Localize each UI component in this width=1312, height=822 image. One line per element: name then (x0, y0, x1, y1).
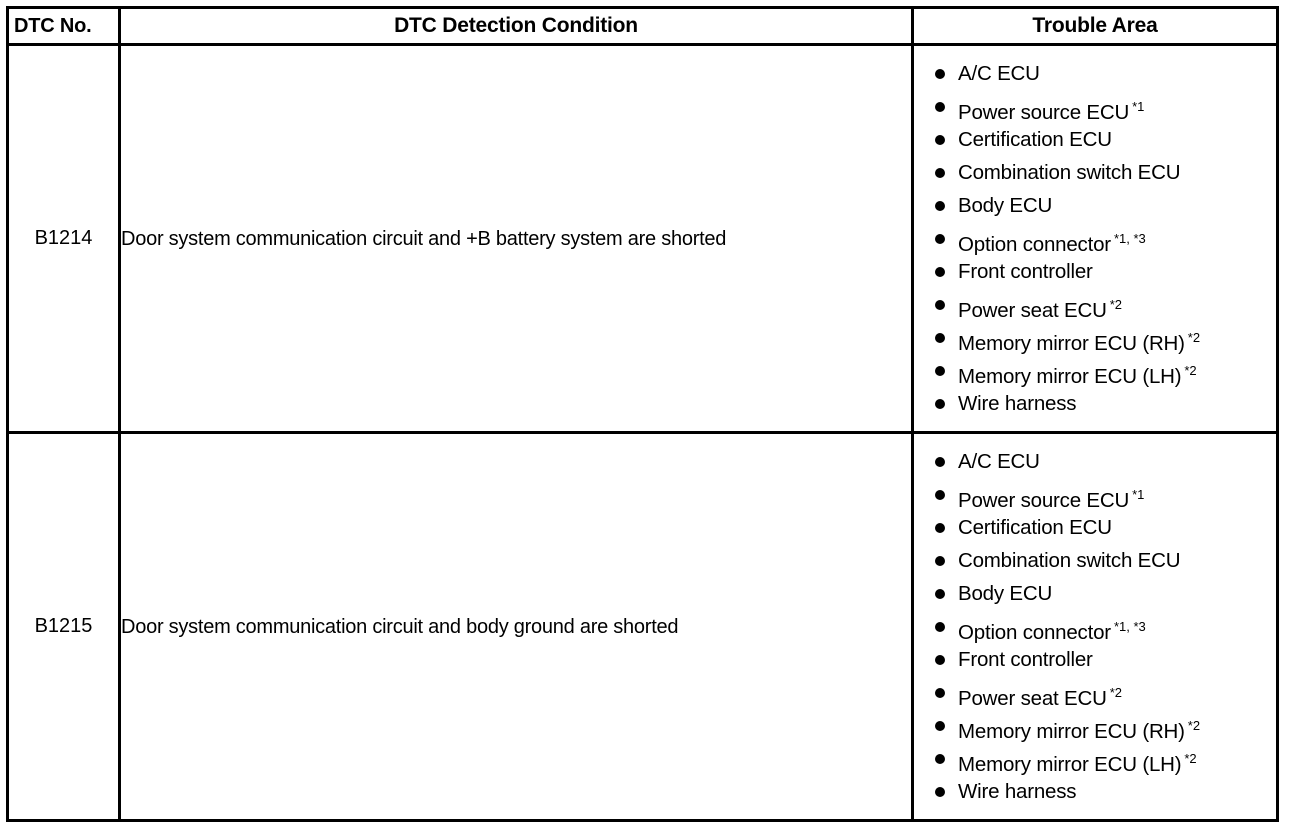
footnote-marker: *1, *3 (1113, 231, 1146, 246)
trouble-area-label: Combination switch ECU (958, 161, 1181, 184)
bullet-icon (935, 489, 945, 500)
trouble-area-label: Option connector (958, 620, 1111, 644)
dtc-table: DTC No. DTC Detection Condition Trouble … (6, 6, 1279, 822)
trouble-area-label: A/C ECU (958, 450, 1040, 473)
bullet-icon (935, 233, 945, 244)
header-row: DTC No. DTC Detection Condition Trouble … (6, 6, 1279, 46)
trouble-area-item: Front controller (914, 643, 1276, 676)
column-header-detection-condition: DTC Detection Condition (118, 6, 914, 46)
footnote-marker: *1 (1132, 487, 1145, 502)
bullet-icon (935, 167, 945, 178)
trouble-area-label: Memory mirror ECU (LH) (958, 364, 1182, 388)
bullet-icon (935, 786, 945, 797)
bullet-icon (935, 621, 945, 632)
bullet-icon (935, 456, 945, 467)
bullet-icon (935, 266, 945, 277)
trouble-area-item: Body ECU (914, 189, 1276, 222)
trouble-area-item: Certification ECU (914, 511, 1276, 544)
cell-detection-condition: Door system communication circuit and bo… (118, 431, 914, 822)
column-header-trouble-area: Trouble Area (911, 6, 1279, 46)
trouble-area-item: Body ECU (914, 577, 1276, 610)
bullet-icon (935, 332, 945, 343)
trouble-area-item: Combination switch ECU (914, 156, 1276, 189)
trouble-area-label: Power source ECU (958, 100, 1130, 124)
cell-dtc-no: B1215 (6, 431, 121, 822)
page-root: DTC No. DTC Detection Condition Trouble … (6, 6, 1279, 822)
trouble-area-label: Wire harness (958, 392, 1077, 415)
trouble-area-label: Power seat ECU (958, 686, 1107, 710)
trouble-area-label: A/C ECU (958, 62, 1040, 85)
trouble-area-label: Power source ECU (958, 488, 1130, 512)
trouble-area-item: Power seat ECU*2 (914, 676, 1276, 710)
bullet-icon (935, 654, 945, 665)
bullet-icon (935, 299, 945, 310)
trouble-area-item: Memory mirror ECU (LH)*2 (914, 354, 1276, 388)
table-header: DTC No. DTC Detection Condition Trouble … (6, 6, 1279, 46)
trouble-area-item: Combination switch ECU (914, 544, 1276, 577)
trouble-area-item: A/C ECU (914, 57, 1276, 90)
footnote-marker: *2 (1187, 718, 1201, 733)
bullet-icon (935, 101, 945, 112)
trouble-area-label: Option connector (958, 232, 1111, 256)
footnote-marker: *2 (1187, 330, 1201, 345)
trouble-area-item: Memory mirror ECU (RH)*2 (914, 709, 1276, 743)
trouble-area-label: Certification ECU (958, 516, 1112, 539)
trouble-area-item: Memory mirror ECU (LH)*2 (914, 742, 1276, 776)
trouble-area-item: Wire harness (914, 775, 1276, 808)
trouble-area-item: Power source ECU*1 (914, 90, 1276, 124)
table-row: B1214 Door system communication circuit … (6, 43, 1279, 434)
bullet-icon (935, 687, 945, 698)
trouble-area-item: Certification ECU (914, 123, 1276, 156)
bullet-icon (935, 68, 945, 79)
table-row: B1215 Door system communication circuit … (6, 431, 1279, 822)
bullet-icon (935, 200, 945, 211)
cell-dtc-no: B1214 (6, 43, 121, 434)
trouble-area-item: Option connector*1, *3 (914, 222, 1276, 256)
trouble-area-label: Body ECU (958, 582, 1053, 605)
trouble-area-label: Body ECU (958, 194, 1053, 217)
bullet-icon (935, 720, 945, 731)
trouble-area-item: Power seat ECU*2 (914, 288, 1276, 322)
trouble-area-label: Memory mirror ECU (LH) (958, 752, 1182, 776)
trouble-area-label: Power seat ECU (958, 298, 1107, 322)
table-body: B1214 Door system communication circuit … (6, 43, 1279, 822)
trouble-area-label: Combination switch ECU (958, 549, 1181, 572)
trouble-area-item: Option connector*1, *3 (914, 610, 1276, 644)
trouble-area-item: Memory mirror ECU (RH)*2 (914, 321, 1276, 355)
trouble-area-item: Front controller (914, 255, 1276, 288)
trouble-area-label: Certification ECU (958, 128, 1112, 151)
bullet-icon (935, 134, 945, 145)
cell-detection-condition: Door system communication circuit and +B… (118, 43, 914, 434)
trouble-area-label: Front controller (958, 648, 1093, 671)
bullet-icon (935, 555, 945, 566)
trouble-area-item: Power source ECU*1 (914, 478, 1276, 512)
trouble-area-label: Memory mirror ECU (RH) (958, 719, 1185, 743)
trouble-area-label: Memory mirror ECU (RH) (958, 331, 1185, 355)
footnote-marker: *2 (1109, 297, 1123, 312)
trouble-area-item: Wire harness (914, 387, 1276, 420)
trouble-area-label: Front controller (958, 260, 1093, 283)
bullet-icon (935, 588, 945, 599)
column-header-dtc-no: DTC No. (6, 6, 121, 46)
footnote-marker: *1, *3 (1113, 619, 1146, 634)
bullet-icon (935, 365, 945, 376)
footnote-marker: *2 (1109, 685, 1123, 700)
footnote-marker: *2 (1184, 363, 1197, 378)
bullet-icon (935, 522, 945, 533)
footnote-marker: *1 (1132, 99, 1145, 114)
footnote-marker: *2 (1184, 751, 1197, 766)
trouble-area-label: Wire harness (958, 780, 1077, 803)
trouble-area-item: A/C ECU (914, 445, 1276, 478)
bullet-icon (935, 753, 945, 764)
bullet-icon (935, 398, 945, 409)
